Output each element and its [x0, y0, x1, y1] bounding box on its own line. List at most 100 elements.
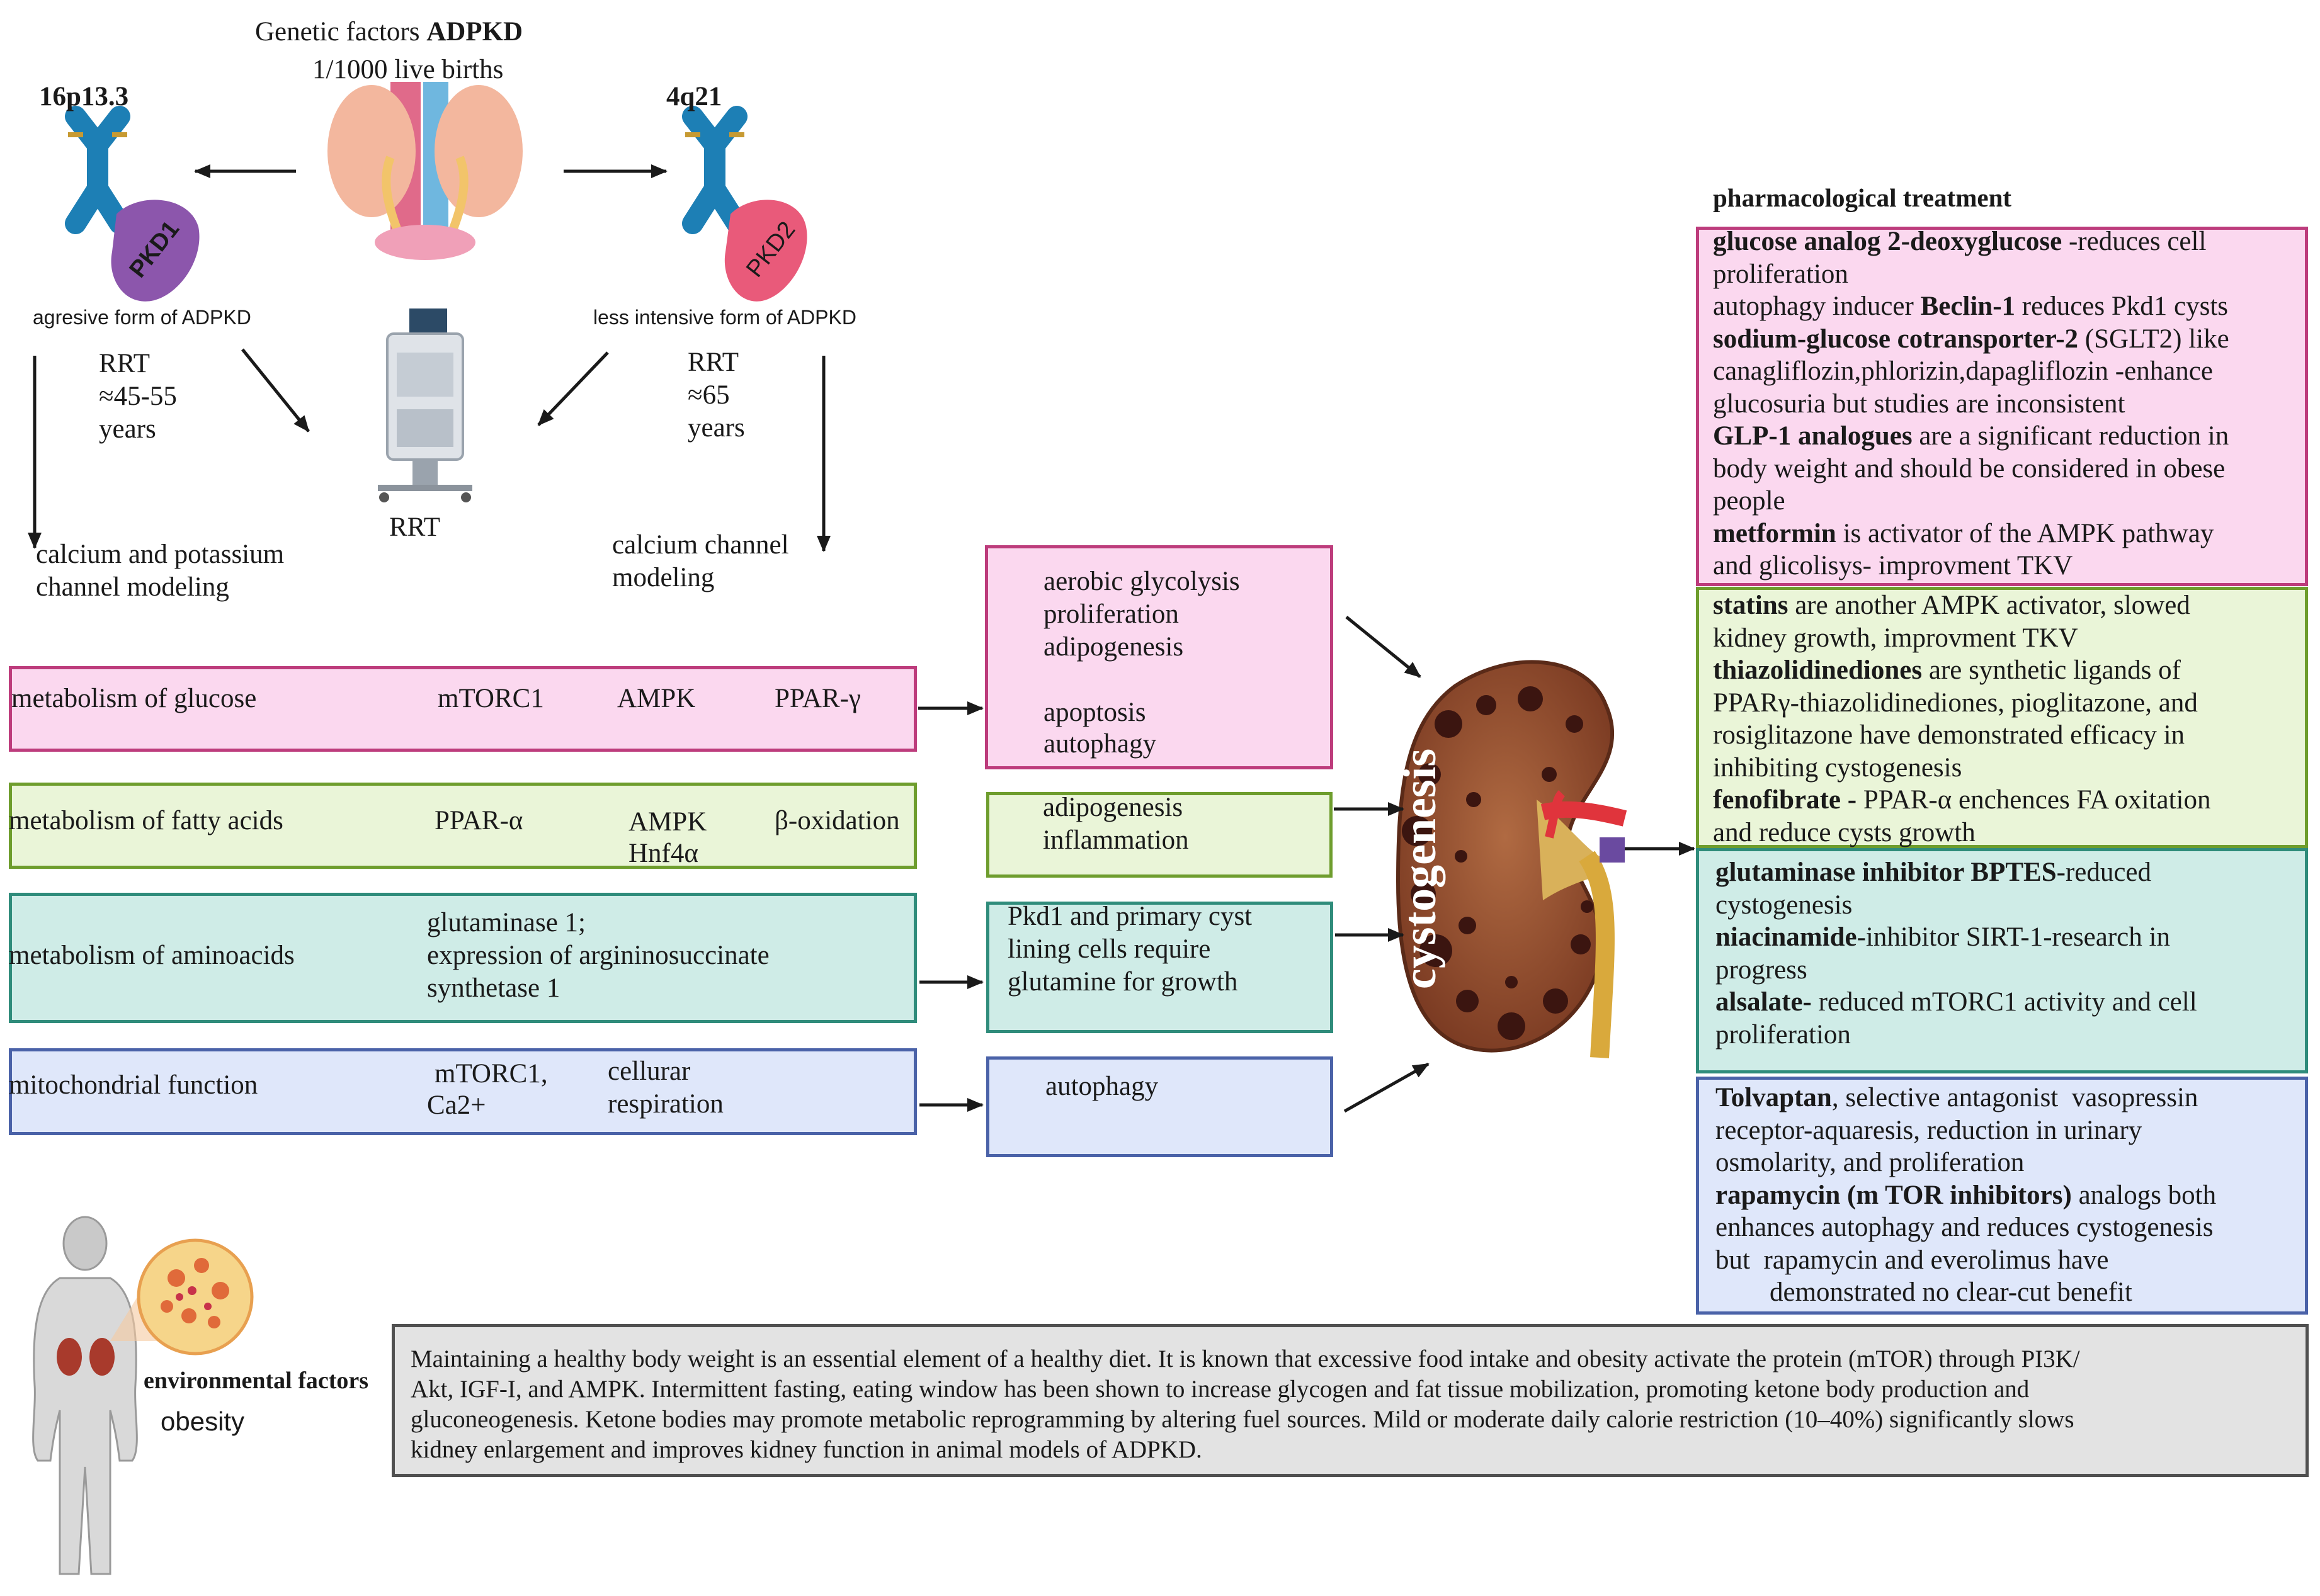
header-title-bold: ADPKD: [426, 17, 523, 47]
treatment-text: rosiglitazone have demonstrated efficacy…: [1713, 720, 2185, 750]
treatment-drug-name: statins: [1713, 591, 1788, 620]
treatment-text: PPARγ-thiazolidinediones, pioglitazone, …: [1713, 688, 2198, 718]
effect-mito-autophagy: autophagy: [1045, 1072, 1159, 1101]
fatty-down-ampk: AMPK: [628, 807, 707, 837]
metabolism-fatty-label: metabolism of fatty acids: [9, 806, 283, 835]
person-silhouette-icon: [32, 1216, 138, 1575]
pkd1-protein-icon: [111, 200, 200, 302]
mitochondrial-box: [9, 1048, 917, 1135]
treatment-drug-name: glucose analog 2-deoxyglucose: [1713, 227, 2062, 256]
right-rrt-1: RRT: [688, 348, 739, 377]
treatment-text: reduced mTORC1 activity and cell: [1811, 987, 2197, 1017]
right-rrt-3: years: [688, 413, 745, 443]
treatment-pink-line: people: [1713, 485, 2229, 518]
amino-down-synthetase: synthetase 1: [427, 973, 560, 1003]
treatment-text: proliferation: [1713, 259, 1848, 289]
right-channel-1: calcium channel: [612, 530, 789, 560]
treatment-blue-line: osmolarity, and proliferation: [1715, 1146, 2216, 1179]
treatment-text: (SGLT2) like: [2078, 324, 2229, 354]
mito-up-mtorc1: mTORC1,: [435, 1059, 548, 1089]
treatment-text: and glicolisys- improvment TKV: [1713, 551, 2073, 580]
treatment-text: people: [1713, 486, 1785, 516]
treatment-pink-line: canagliflozin,phlorizin,dapagliflozin -e…: [1713, 355, 2229, 388]
metabolism-amino-box: [9, 893, 917, 1023]
environmental-factors-label: environmental factors: [144, 1367, 369, 1394]
obesity-label: obesity: [161, 1406, 245, 1436]
treatment-pink-box: [1696, 227, 2308, 586]
treatment-text: demonstrated no clear-cut benefit: [1715, 1277, 2132, 1307]
treatment-green-line: kidney growth, improvment TKV: [1713, 622, 2210, 655]
treatment-text: receptor-aquaresis, reduction in urinary: [1715, 1115, 2142, 1145]
treatment-drug-name: GLP-1 analogues: [1713, 421, 1913, 451]
treatment-text: cystogenesis: [1715, 890, 1853, 920]
fatty-up-beta-oxidation: β-oxidation: [775, 806, 900, 835]
treatment-green-line: thiazolidinediones are synthetic ligands…: [1713, 654, 2210, 687]
effect-proliferation: proliferation: [1043, 599, 1179, 629]
treatment-drug-name: thiazolidinediones: [1713, 655, 1923, 685]
glucose-down-ampk: AMPK: [617, 684, 696, 713]
treatment-teal-line: niacinamide-inhibitor SIRT-1-research in: [1715, 921, 2197, 954]
effect-fatty-inflammation: inflammation: [1043, 825, 1189, 855]
cystogenesis-label: cystogenesis: [1394, 748, 1446, 990]
treatment-drug-name: alsalate-: [1715, 987, 1812, 1017]
treatment-pink-line: proliferation: [1713, 258, 2229, 291]
fatty-down-hnf4a: Hnf4α: [628, 839, 698, 868]
treatment-text: -reduces cell: [2062, 227, 2207, 256]
treatment-text: -inhibitor SIRT-1-research in: [1857, 922, 2170, 952]
treatment-green-text: statins are another AMPK activator, slow…: [1713, 589, 2210, 849]
treatment-pink-line: sodium-glucose cotransporter-2 (SGLT2) l…: [1713, 323, 2229, 356]
treatment-text: enhances autophagy and reduces cystogene…: [1715, 1213, 2214, 1242]
treatment-pink-line: glucose analog 2-deoxyglucose -reduces c…: [1713, 225, 2229, 258]
glucose-up-ppar-gamma: PPAR-γ: [775, 684, 861, 713]
metabolism-amino-label: metabolism of aminoacids: [9, 941, 295, 970]
locus-right: 4q21: [666, 82, 722, 111]
treatment-pink-line: body weight and should be considered in …: [1713, 453, 2229, 485]
treatment-blue-line: demonstrated no clear-cut benefit: [1715, 1276, 2216, 1309]
cystic-kidney-illustration: [1396, 660, 1627, 1058]
mitochondrial-label: mitochondrial function: [9, 1070, 258, 1100]
treatment-pink-line: and glicolisys- improvment TKV: [1713, 550, 2229, 582]
effect-amino-1: Pkd1 and primary cyst: [1008, 902, 1253, 931]
treatment-pink-line: autophagy inducer Beclin-1 reduces Pkd1 …: [1713, 290, 2229, 323]
right-channel-2: modeling: [612, 563, 715, 592]
metabolism-fatty-box: [9, 783, 917, 869]
dialysis-machine-icon: [378, 308, 472, 502]
treatment-blue-box: [1696, 1077, 2308, 1315]
treatment-green-box: [1696, 587, 2308, 848]
left-rrt-2: ≈45-55: [99, 382, 177, 411]
treatment-green-line: PPARγ-thiazolidinediones, pioglitazone, …: [1713, 687, 2210, 720]
treatment-text: inhibiting cystogenesis: [1713, 752, 1962, 783]
treatment-green-line: inhibiting cystogenesis: [1713, 752, 2210, 784]
treatment-text: glucosuria but studies are inconsistent: [1713, 388, 2125, 419]
amino-expression: expression of argininosuccinate: [427, 941, 770, 970]
environment-paragraph-box: [392, 1324, 2309, 1477]
treatment-text: body weight and should be considered in …: [1713, 453, 2226, 484]
mito-down-cellular: cellurar: [608, 1056, 691, 1086]
effect-autophagy: autophagy: [1043, 729, 1157, 759]
effect-adipogenesis: adipogenesis: [1043, 632, 1184, 662]
paragraph-line-3: gluconeogenesis. Ketone bodies may promo…: [411, 1406, 2074, 1433]
left-channel-1: calcium and potassium: [36, 540, 285, 569]
treatment-pink-line: metformin is activator of the AMPK pathw…: [1713, 518, 2229, 550]
treatment-drug-name: Tolvaptan: [1715, 1083, 1832, 1112]
treatment-green-line: rosiglitazone have demonstrated efficacy…: [1713, 719, 2210, 752]
treatment-text: -reduced: [2056, 857, 2152, 887]
treatment-teal-box: [1696, 848, 2308, 1073]
pkd2-protein-icon: [724, 200, 807, 302]
metabolism-glucose-box: [9, 666, 917, 752]
treatment-blue-line: receptor-aquaresis, reduction in urinary: [1715, 1114, 2216, 1147]
treatment-teal-line: progress: [1715, 954, 2197, 987]
treatment-text: is activator of the AMPK pathway: [1836, 518, 2214, 548]
locus-left: 16p13.3: [39, 82, 129, 111]
paragraph-line-1: Maintaining a healthy body weight is an …: [411, 1345, 2080, 1372]
treatment-drug-name: rapamycin (m TOR inhibitors): [1715, 1180, 2072, 1210]
header-title: Genetic factors ADPKD: [255, 16, 523, 48]
adipose-tissue-icon: [110, 1238, 254, 1355]
treatment-green-line: fenofibrate - PPAR-α enchences FA oxitat…: [1713, 784, 2210, 817]
treatment-pink-text: glucose analog 2-deoxyglucose -reduces c…: [1713, 225, 2229, 582]
treatment-teal-line: cystogenesis: [1715, 889, 2197, 922]
effect-amino-box: [986, 902, 1333, 1033]
mito-up-ca: Ca2+: [427, 1090, 486, 1120]
treatment-green-line: and reduce cysts growth: [1713, 817, 2210, 849]
